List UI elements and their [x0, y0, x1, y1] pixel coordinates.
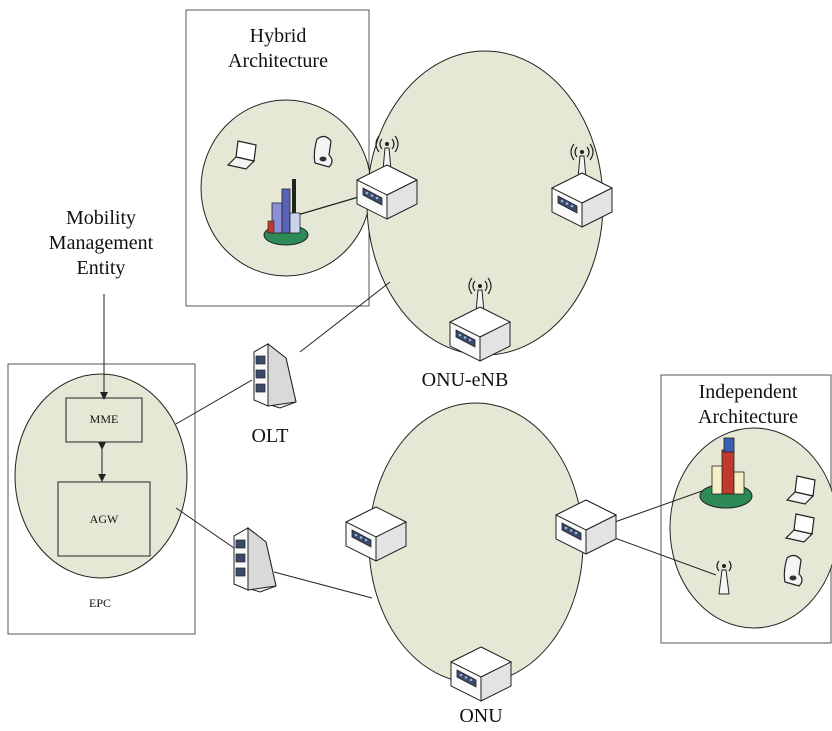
building-icon-independent — [699, 437, 753, 509]
mobility-label-line1: Mobility — [65, 207, 136, 229]
epc-label: EPC — [88, 596, 111, 610]
agw-label: AGW — [89, 512, 119, 526]
link-onu-antenna-ind — [611, 536, 717, 576]
olt-rack-top — [253, 343, 297, 409]
agw-box — [57, 481, 151, 557]
link-olt2-onu-ring — [273, 571, 373, 599]
antenna-icon-independent — [716, 560, 732, 595]
mobility-label-line3: Entity — [76, 257, 126, 279]
hybrid-cell-ellipse — [200, 99, 372, 277]
link-onu-enb-building — [293, 195, 363, 217]
hybrid-label-line1: Hybrid — [249, 25, 307, 47]
independent-architecture-label: Independent Architecture — [668, 380, 828, 430]
hybrid-architecture-box — [185, 9, 370, 307]
link-epc-olt2 — [175, 507, 235, 549]
link-epc-olt — [175, 379, 253, 425]
hybrid-label-line2: Architecture — [228, 50, 328, 72]
phone-icon — [313, 135, 333, 168]
link-olt-onu-enb-ring — [299, 281, 391, 353]
epc-ellipse — [14, 373, 188, 579]
onu-label: ONU — [459, 705, 503, 727]
onu-enb-label: ONU-eNB — [421, 369, 509, 391]
epc-box — [7, 363, 196, 635]
mobility-label-line2: Management — [48, 232, 154, 254]
hybrid-architecture-label: Hybrid Architecture — [196, 24, 360, 74]
mme-label: MME — [89, 412, 119, 426]
mobility-management-entity-label: Mobility Management Entity — [26, 206, 176, 281]
olt-label: OLT — [251, 425, 289, 447]
link-onu-building-ind — [611, 490, 703, 524]
independent-label-line1: Independent — [698, 381, 798, 403]
phone-icon-independent — [783, 554, 803, 587]
independent-label-line2: Architecture — [698, 406, 798, 428]
building-icon — [263, 179, 309, 246]
olt-rack-bottom — [233, 527, 277, 593]
